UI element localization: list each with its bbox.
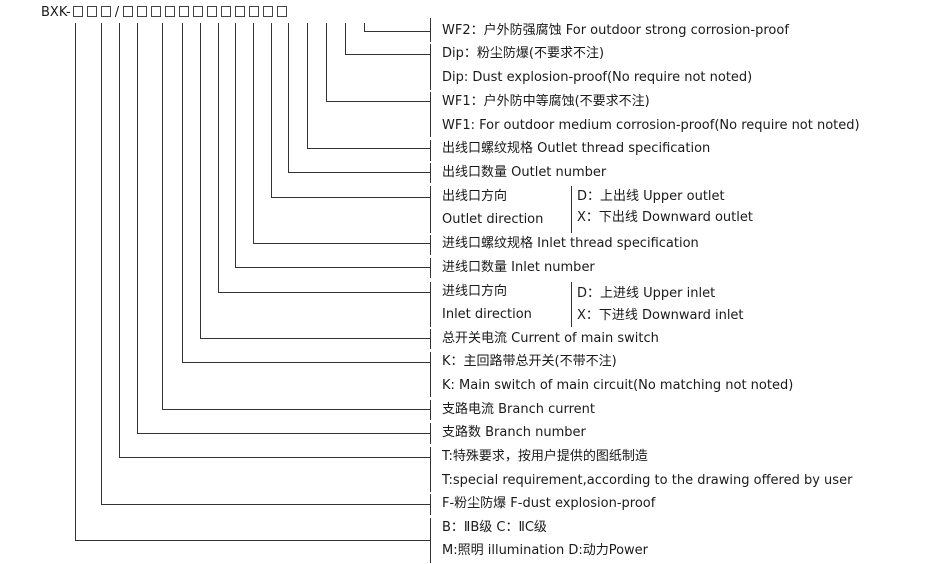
label-wf1-en: WF1: For outdoor medium corrosion-proof(… [442,118,860,133]
leader-outlet-direction [271,23,430,198]
label-outlet-downward: X：下出线 Downward outlet [577,210,753,225]
leader-dip [345,23,430,55]
label-outlet-number: 出线口数量 Outlet number [442,165,607,180]
label-inlet-upper: D：上进线 Upper inlet [577,286,716,301]
leader-inlet-thread [253,23,430,244]
label-k-cn: K：主回路带总开关(不带不注) [442,354,617,369]
label-inlet-direction-en: Inlet direction [442,307,532,322]
label-wf1-cn: WF1：户外防中等腐蚀(不要求不注) [442,94,650,109]
leader-wf2 [364,23,430,32]
code-box [123,6,134,17]
label-outlet-direction-cn: 出线口方向 [442,189,508,204]
label-branch-number: 支路数 Branch number [442,425,586,440]
code-box [72,6,83,17]
label-bc-class: B：ⅡB级 C：ⅡC级 [442,520,547,535]
code-box [151,6,162,17]
label-t-cn: T:特殊要求，按用户提供的图纸制造 [442,449,648,464]
label-inlet-downward: X：下进线 Downward inlet [577,308,744,323]
leader-k [182,23,430,363]
code-box [249,6,260,17]
code-box [165,6,176,17]
code-box [86,6,97,17]
leader-wf1 [326,23,430,102]
model-code: BXK- / [41,5,289,21]
leader-outlet-number [288,23,430,173]
leader-t [119,23,430,458]
leader-branch-current [162,23,430,410]
label-outlet-upper: D：上出线 Upper outlet [577,189,725,204]
leader-f [101,23,430,505]
label-dip-cn: Dip：粉尘防爆(不要求不注) [442,46,605,61]
code-box [137,6,148,17]
label-k-en: K: Main switch of main circuit(No matchi… [442,378,794,393]
code-box [193,6,204,17]
code-box [221,6,232,17]
code-box [207,6,218,17]
label-branch-current: 支路电流 Branch current [442,402,596,417]
leader-main-current [200,23,430,339]
leader-inlet-direction [218,23,430,293]
leader-branch-number [137,23,430,434]
label-dip-en: Dip: Dust explosion-proof(No require not… [442,70,753,85]
label-inlet-direction-cn: 进线口方向 [442,284,508,299]
code-box [235,6,246,17]
label-main-current: 总开关电流 Current of main switch [442,331,659,346]
leader-bc-m [75,23,430,541]
leader-inlet-number [235,23,430,268]
leader-outlet-thread [307,23,430,149]
label-outlet-thread: 出线口螺纹规格 Outlet thread specification [442,141,711,156]
label-f: F-粉尘防爆 F-dust explosion-proof [442,496,656,511]
label-wf2: WF2：户外防强腐蚀 For outdoor strong corrosion-… [442,23,789,38]
code-box [277,6,288,17]
label-outlet-direction-en: Outlet direction [442,212,544,227]
label-m-d: M:照明 illumination D:动力Power [442,543,649,558]
code-box [100,6,111,17]
label-t-en: T:special requirement,according to the d… [442,473,853,488]
label-inlet-number: 进线口数量 Inlet number [442,260,595,275]
code-box [179,6,190,17]
code-separator: / [114,5,120,20]
code-prefix: BXK- [41,5,71,20]
label-inlet-thread: 进线口螺纹规格 Inlet thread specification [442,236,699,251]
code-box [263,6,274,17]
